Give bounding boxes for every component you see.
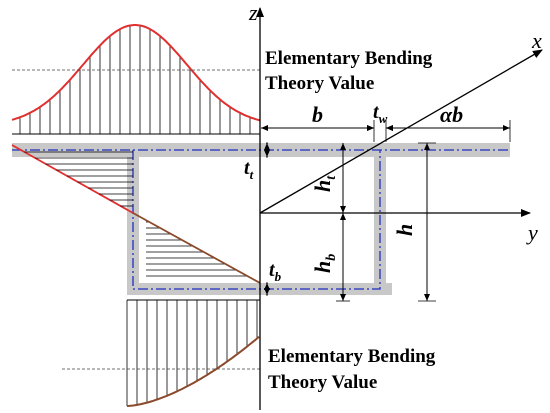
x-axis [259, 49, 543, 214]
bottom-flange-ext [386, 283, 392, 295]
y-axis-label: y [526, 220, 538, 245]
bottom-note-line2: Theory Value [268, 372, 377, 393]
z-axis-label: z [248, 0, 258, 25]
bottom-flange [127, 283, 386, 295]
upper-stress-diagram [11, 24, 262, 135]
dim-hb: hb [310, 254, 339, 273]
dim-alpha-b: αb [440, 102, 463, 127]
web-stress-diagram [132, 212, 261, 284]
top-note-line1: Elementary Bending [265, 48, 433, 69]
dimension-lines [261, 120, 511, 302]
dim-tt: tt [244, 157, 254, 182]
dim-ht: ht [310, 175, 339, 192]
axes [256, 7, 543, 410]
dim-tb: tb [269, 259, 282, 284]
lower-stress-diagram [62, 299, 262, 407]
dim-b: b [312, 102, 323, 127]
centerline [12, 149, 510, 290]
top-note-line2: Theory Value [265, 73, 374, 94]
dim-tw: tw [373, 101, 388, 126]
dim-h: h [392, 224, 417, 236]
bottom-note-line1: Elementary Bending [268, 346, 436, 367]
dimension-labels: b tw αb tt ht h hb tb [244, 101, 463, 284]
left-linear-stress [11, 144, 134, 214]
x-axis-label: x [531, 28, 542, 53]
cross-section [12, 143, 510, 295]
